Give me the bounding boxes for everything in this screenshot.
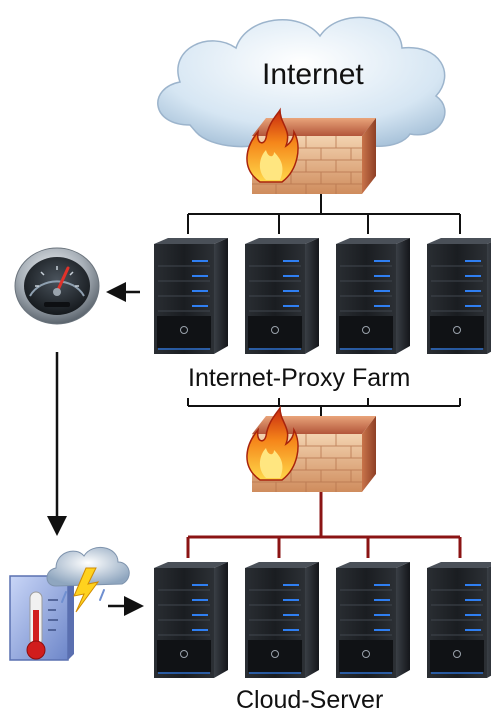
cloud-server-icon xyxy=(244,561,320,679)
gauge-icon xyxy=(14,247,100,325)
firewall-top-icon xyxy=(246,109,377,195)
cloud-server-label: Cloud-Server xyxy=(236,686,384,714)
internet-label: Internet xyxy=(262,58,364,91)
proxy-server-icon xyxy=(244,237,320,355)
cloud-server-uplink xyxy=(186,492,462,558)
proxy-server-icon xyxy=(153,237,229,355)
firewall-bottom-icon xyxy=(246,407,377,493)
cloud-servers xyxy=(153,561,491,679)
proxy-farm-uplink xyxy=(187,194,461,234)
cloud-server-icon xyxy=(426,561,491,679)
cloud-server-icon xyxy=(153,561,229,679)
proxy-farm-downlink xyxy=(187,398,461,418)
cloud-server-icon xyxy=(335,561,411,679)
proxy-farm-label: Internet-Proxy Farm xyxy=(188,364,411,392)
weather-thermometer-icon xyxy=(9,547,130,661)
proxy-server-icon xyxy=(426,237,491,355)
proxy-server-icon xyxy=(335,237,411,355)
proxy-servers xyxy=(153,237,491,355)
